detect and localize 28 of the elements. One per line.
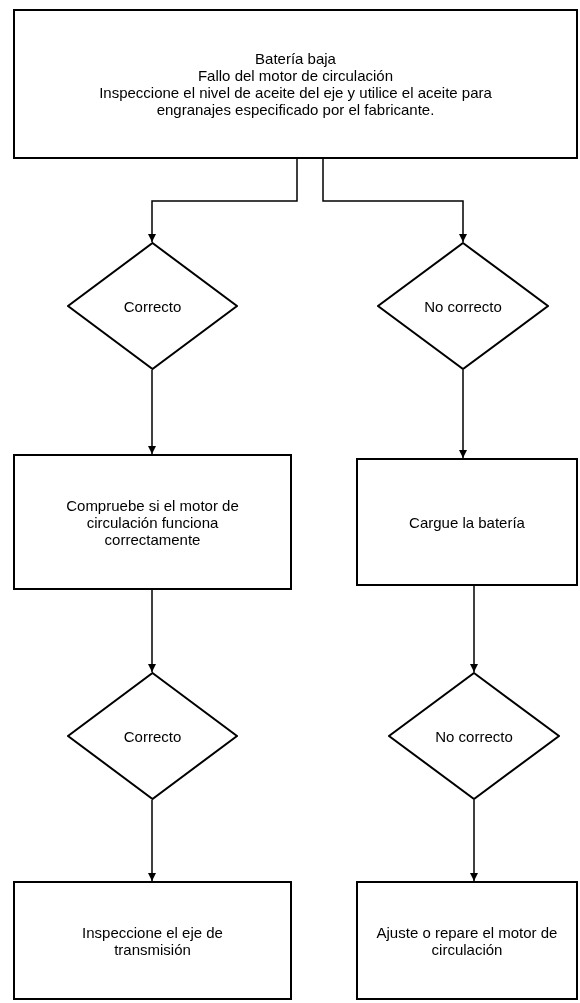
arrow [148,799,156,882]
arrow [322,158,467,243]
arrow [148,158,298,243]
process-box [13,454,292,590]
process-box [356,881,578,1000]
arrow [459,369,467,459]
process-box [13,9,578,159]
box-text: Compruebe si el motor de circulación funciona correctamente [65,496,240,548]
box-text: Fallo del motor de circulación [197,67,394,84]
box-text: Inspeccione el nivel de aceite del eje y utilice el aceite para engranajes especificado por el fabricante. [98,84,493,118]
decision-diamond [67,242,238,370]
box-text: Correcto [123,297,182,315]
arrow [148,369,156,455]
process-box [356,458,578,586]
decision-diamond [388,672,560,800]
box-text: Ajuste o repare el motor de circulación [375,923,559,958]
arrow [470,799,478,882]
arrow [470,585,478,673]
box-text: Inspeccione el eje de transmisión [81,923,224,958]
box-heading: Batería baja [255,50,336,67]
box-text: Cargue la batería [409,513,525,531]
arrow [148,589,156,673]
box-text: No correcto [424,297,502,315]
decision-diamond [67,672,238,800]
decision-diamond [377,242,549,370]
box-text: No correcto [435,727,513,745]
process-box [13,881,292,1000]
box-text: Correcto [123,727,182,745]
